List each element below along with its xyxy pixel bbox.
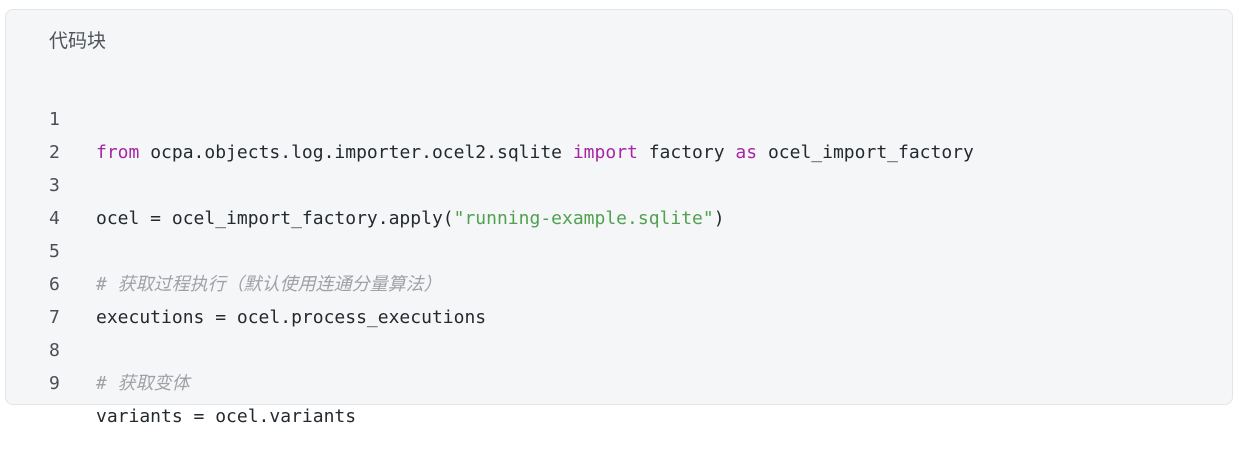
comment-token: # 获取过程执行（默认使用连通分量算法） [96, 274, 442, 295]
line-number: 1 [49, 109, 60, 130]
line-number: 7 [49, 307, 60, 328]
code-block: 代码块 1 from ocpa.objects.log.importer.oce… [5, 9, 1233, 427]
string-token: "running-example.sqlite" [453, 208, 714, 229]
line-number: 8 [49, 340, 60, 361]
code-line: 4 [6, 169, 1232, 229]
line-number: 4 [49, 208, 60, 229]
plain-token: ocel_import_factory [757, 142, 974, 163]
line-content: from ocpa.objects.log.importer.ocel2.sql… [96, 136, 974, 169]
line-content: # 获取过程执行（默认使用连通分量算法） [96, 268, 442, 301]
line-content: executions = ocel.process_executions [96, 301, 486, 334]
plain-token: ocpa.objects.log.importer.ocel2.sqlite [139, 142, 573, 163]
comment-token: # 获取变体 [96, 373, 190, 394]
code-line: 7 [6, 268, 1232, 328]
keyword-token: import [572, 142, 638, 163]
line-number: 9 [49, 373, 60, 394]
keyword-token: from [96, 142, 140, 163]
code-line: 1 from ocpa.objects.log.importer.ocel2.s… [6, 70, 1232, 163]
plain-token: executions = ocel.process_executions [96, 307, 487, 328]
code-line: 3 ocel = ocel_import_factory.apply("runn… [6, 136, 1232, 229]
plain-token: ocel = ocel_import_factory.apply( [96, 208, 454, 229]
line-number: 6 [49, 274, 60, 295]
code-line: 6 executions = ocel.process_executions [6, 235, 1232, 328]
code-block-title: 代码块 [49, 30, 107, 52]
code-line: 5 # 获取过程执行（默认使用连通分量算法） [6, 202, 1232, 295]
plain-token: factory [637, 142, 736, 163]
code-line: 2 [6, 103, 1232, 163]
line-number: 2 [49, 142, 60, 163]
plain-token: ) [713, 208, 725, 229]
code-line: 9 variants = ocel.variants [6, 334, 1232, 427]
line-number: 5 [49, 241, 60, 262]
line-content: variants = ocel.variants [96, 400, 356, 433]
line-content: # 获取变体 [96, 367, 190, 400]
keyword-token: as [735, 142, 758, 163]
plain-token: variants = ocel.variants [96, 406, 357, 427]
code-line: 8 # 获取变体 [6, 301, 1232, 394]
line-content: ocel = ocel_import_factory.apply("runnin… [96, 202, 725, 235]
line-number: 3 [49, 175, 60, 196]
